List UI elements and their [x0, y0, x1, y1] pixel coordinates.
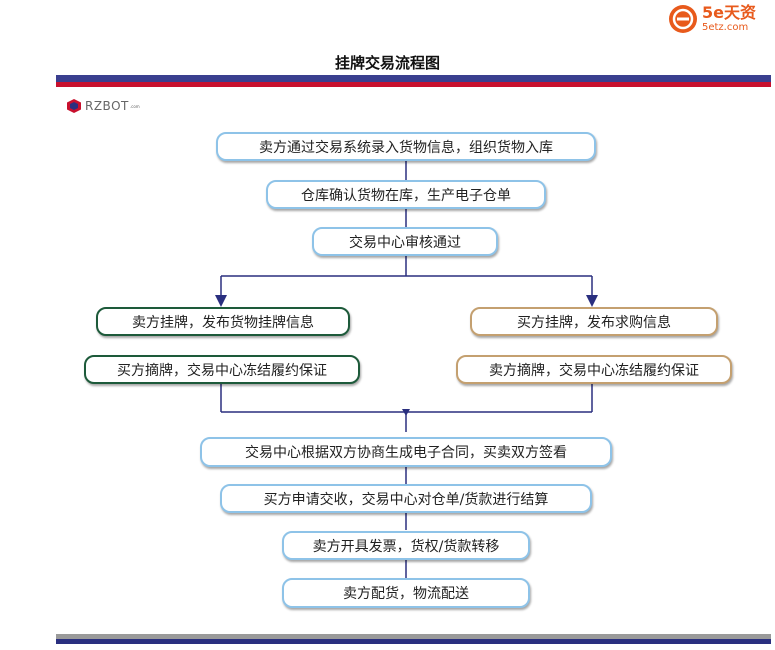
join-arrowhead [402, 409, 410, 416]
step-center-review: 交易中心审核通过 [312, 227, 498, 256]
step-contract: 交易中心根据双方协商生成电子合同，买卖双方签看 [200, 437, 612, 467]
top-divider-bar [56, 75, 771, 87]
page-title: 挂牌交易流程图 [334, 54, 440, 72]
rzbot-sub: .com [129, 103, 140, 109]
right-buyer-listing: 买方挂牌，发布求购信息 [470, 307, 718, 336]
5etz-logo: 5e天资 5etz.com [668, 4, 756, 34]
5etz-logo-icon [669, 5, 697, 33]
left-seller-listing: 卖方挂牌，发布货物挂牌信息 [96, 307, 350, 336]
5etz-brand-cn: 天资 [723, 3, 756, 22]
5etz-url: 5etz.com [702, 22, 749, 33]
step-settlement: 买方申请交收，交易中心对仓单/货款进行结算 [220, 484, 592, 513]
rzbot-hex-icon [67, 99, 81, 113]
rzbot-logo: RZBOT .com [66, 96, 140, 116]
rzbot-text: RZBOT [85, 99, 129, 113]
step-warehouse-confirm: 仓库确认货物在库，生产电子仓单 [266, 180, 546, 209]
bottom-divider-bar [56, 634, 771, 644]
step-invoice: 卖方开具发票，货权/货款转移 [282, 531, 530, 560]
left-buyer-delist: 买方摘牌，交易中心冻结履约保证 [84, 355, 360, 384]
5etz-brand: 5e [702, 3, 724, 22]
step-seller-entry: 卖方通过交易系统录入货物信息，组织货物入库 [216, 132, 596, 161]
right-seller-delist: 卖方摘牌，交易中心冻结履约保证 [456, 355, 732, 384]
step-delivery: 卖方配货，物流配送 [282, 578, 530, 608]
